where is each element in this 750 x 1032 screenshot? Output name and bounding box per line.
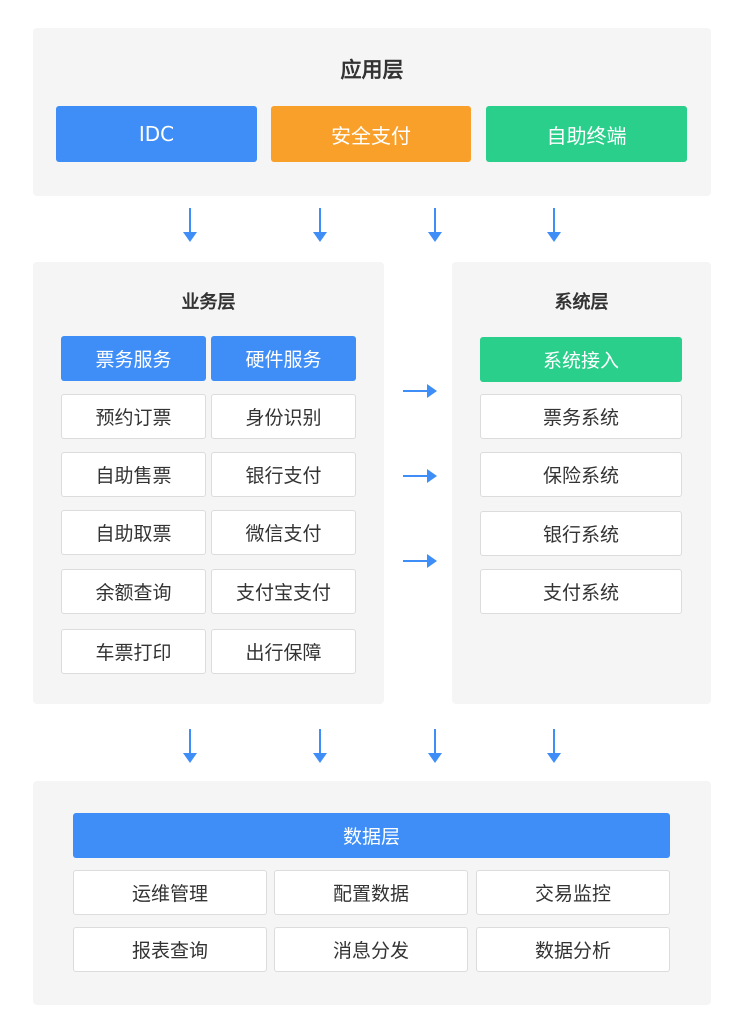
app-secure-payment-button[interactable]: 安全支付	[271, 106, 471, 162]
data-item[interactable]: 报表查询	[73, 927, 267, 972]
system-item[interactable]: 支付系统	[480, 569, 682, 614]
down-arrow-icon	[428, 208, 442, 242]
data-layer-header[interactable]: 数据层	[73, 813, 670, 858]
data-item[interactable]: 运维管理	[73, 870, 267, 915]
business-cell[interactable]: 出行保障	[211, 629, 356, 674]
application-layer-panel: 应用层 IDC 安全支付 自助终端	[33, 28, 711, 196]
right-arrow-icon	[403, 384, 437, 398]
right-arrow-icon	[403, 469, 437, 483]
down-arrow-icon	[183, 729, 197, 763]
data-item[interactable]: 配置数据	[274, 870, 468, 915]
down-arrow-icon	[428, 729, 442, 763]
down-arrow-icon	[313, 729, 327, 763]
system-access-header[interactable]: 系统接入	[480, 337, 682, 382]
system-item[interactable]: 票务系统	[480, 394, 682, 439]
app-self-service-terminal-button[interactable]: 自助终端	[486, 106, 687, 162]
business-cell[interactable]: 余额查询	[61, 569, 206, 614]
ticket-service-header[interactable]: 票务服务	[61, 336, 206, 381]
business-cell[interactable]: 支付宝支付	[211, 569, 356, 614]
system-item[interactable]: 银行系统	[480, 511, 682, 556]
business-cell[interactable]: 车票打印	[61, 629, 206, 674]
business-cell[interactable]: 银行支付	[211, 452, 356, 497]
business-cell[interactable]: 自助取票	[61, 510, 206, 555]
down-arrow-icon	[183, 208, 197, 242]
business-cell[interactable]: 预约订票	[61, 394, 206, 439]
system-layer-panel: 系统层 系统接入 票务系统 保险系统 银行系统 支付系统	[452, 262, 711, 704]
business-cell[interactable]: 自助售票	[61, 452, 206, 497]
right-arrow-icon	[403, 554, 437, 568]
business-layer-panel: 业务层 票务服务 硬件服务 预约订票 身份识别 自助售票 银行支付 自助取票 微…	[33, 262, 384, 704]
data-item[interactable]: 数据分析	[476, 927, 670, 972]
down-arrow-icon	[547, 208, 561, 242]
system-item[interactable]: 保险系统	[480, 452, 682, 497]
business-cell[interactable]: 微信支付	[211, 510, 356, 555]
business-layer-title: 业务层	[181, 292, 236, 313]
down-arrow-icon	[547, 729, 561, 763]
data-item[interactable]: 交易监控	[476, 870, 670, 915]
application-layer-title: 应用层	[340, 58, 404, 82]
data-layer-panel: 数据层 运维管理 配置数据 交易监控 报表查询 消息分发 数据分析	[33, 781, 711, 1005]
app-idc-button[interactable]: IDC	[56, 106, 257, 162]
system-layer-title: 系统层	[554, 292, 609, 313]
business-cell[interactable]: 身份识别	[211, 394, 356, 439]
hardware-service-header[interactable]: 硬件服务	[211, 336, 356, 381]
data-item[interactable]: 消息分发	[274, 927, 468, 972]
down-arrow-icon	[313, 208, 327, 242]
